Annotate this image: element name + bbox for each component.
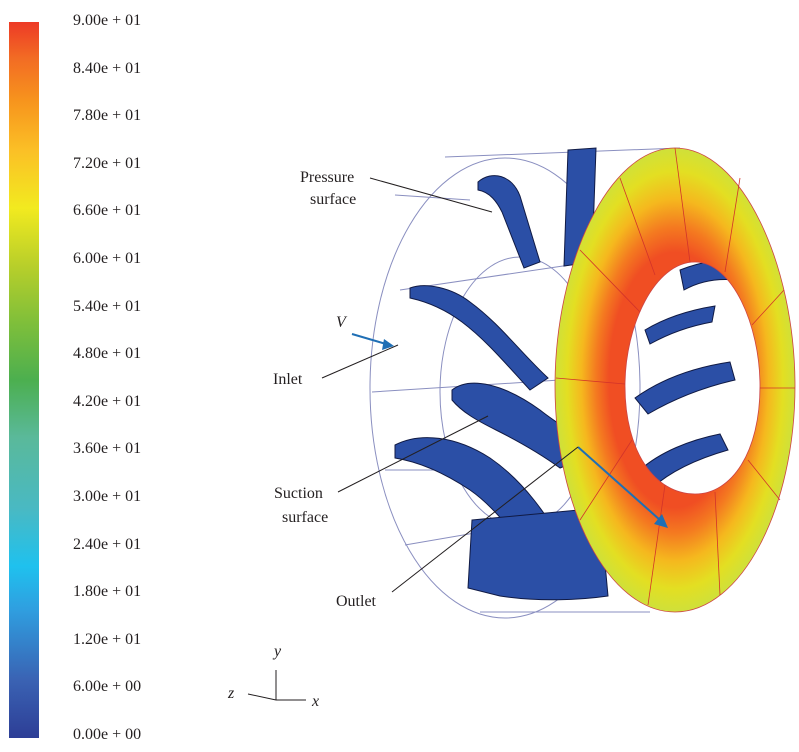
colorbar-tick-label: 1.80e + 01 <box>73 583 142 601</box>
colorbar-tick-label: 9.00e + 01 <box>73 12 142 29</box>
colorbar-tick-label: 7.80e + 01 <box>73 107 142 125</box>
pressure-surface-label-line2: surface <box>310 191 356 208</box>
colorbar-tick-label: 1.20e + 01 <box>73 630 142 648</box>
colorbar-tick-label: 5.40e + 01 <box>73 297 142 315</box>
colorbar-tick-label: 0.00e + 00 <box>73 726 142 743</box>
colorbar-tick-label: 4.80e + 01 <box>73 345 142 363</box>
outlet-ring <box>554 147 796 613</box>
blade <box>634 361 736 415</box>
colorbar-tick-label: 2.40e + 01 <box>73 535 142 553</box>
colorbar-tick-label: 4.20e + 01 <box>73 392 142 410</box>
velocity-label: V <box>336 314 348 331</box>
leader-lines <box>321 177 579 593</box>
pressure-surface-label: Pressure <box>300 169 354 186</box>
x-axis-label: x <box>311 693 319 710</box>
blade <box>639 433 729 489</box>
blade <box>409 285 549 391</box>
colorbar-tick-label: 7.20e + 01 <box>73 154 142 172</box>
suction-surface-label: Suction <box>274 485 323 502</box>
suction-surface-label-line2: surface <box>282 509 328 526</box>
colorbar-tick-label: 8.40e + 01 <box>73 59 142 77</box>
velocity-arrow-inlet <box>351 333 394 350</box>
y-axis-label: y <box>272 643 282 660</box>
color-legend: 9.00e + 01 8.40e + 01 7.80e + 01 7.20e +… <box>0 0 240 752</box>
blade <box>477 175 541 269</box>
colorbar-tick-label: 6.00e + 01 <box>73 250 142 267</box>
inlet-label: Inlet <box>273 371 303 388</box>
colorbar-tick-label: 3.00e + 01 <box>73 488 142 505</box>
colorbar <box>9 22 39 738</box>
z-axis-label: z <box>227 685 235 702</box>
colorbar-gradient <box>9 22 39 738</box>
colorbar-tick-label: 6.60e + 01 <box>73 202 142 220</box>
velocity-arrow-outlet <box>577 446 668 528</box>
coordinate-axes <box>247 670 306 701</box>
blade <box>644 305 716 345</box>
colorbar-tick-label: 6.00e + 00 <box>73 678 142 696</box>
blade <box>467 507 609 601</box>
colorbar-tick-label: 3.60e + 01 <box>73 440 142 458</box>
outlet-label: Outlet <box>336 593 377 610</box>
